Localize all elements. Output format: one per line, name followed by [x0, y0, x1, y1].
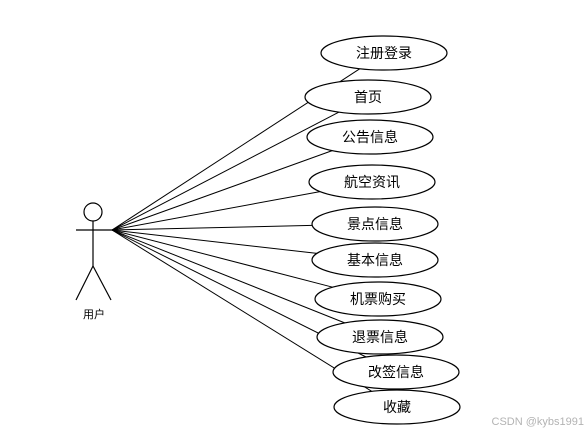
use-case-label: 收藏	[383, 400, 411, 416]
use-case-ellipse	[311, 206, 439, 242]
use-case-label: 基本信息	[347, 252, 403, 269]
use-case-ellipse	[320, 35, 448, 71]
use-case: 首页	[304, 79, 432, 115]
use-case: 航空资讯	[308, 164, 436, 200]
use-case-ellipse	[333, 389, 461, 425]
use-case-ellipse	[308, 164, 436, 200]
use-case-label: 公告信息	[342, 129, 398, 146]
use-case-label: 退票信息	[352, 329, 408, 346]
use-case-ellipse	[332, 354, 460, 390]
association-line	[111, 229, 318, 254]
association-line	[111, 191, 321, 231]
use-case: 注册登录	[320, 35, 448, 71]
actor-left-leg	[75, 265, 94, 301]
use-case-label: 改签信息	[368, 364, 424, 381]
actor-head	[83, 202, 103, 222]
use-case: 基本信息	[311, 242, 439, 278]
use-case-label: 景点信息	[347, 216, 403, 233]
use-case: 机票购买	[314, 281, 442, 317]
actor-right-leg	[92, 265, 112, 301]
watermark: CSDN @kybs1991	[491, 416, 584, 428]
use-case-ellipse	[311, 242, 439, 278]
actor-user: 用户	[75, 202, 112, 321]
association-line	[111, 229, 345, 324]
association-line	[111, 224, 313, 231]
use-case: 退票信息	[316, 319, 444, 355]
association-line	[111, 111, 340, 231]
use-case-label: 航空资讯	[344, 175, 400, 191]
use-case: 改签信息	[332, 354, 460, 390]
use-case: 景点信息	[311, 206, 439, 242]
use-case: 公告信息	[306, 119, 434, 155]
use-case-ellipse	[306, 119, 434, 155]
actor-label: 用户	[83, 307, 105, 321]
use-case: 收藏	[333, 389, 461, 425]
use-case-label: 首页	[354, 90, 382, 106]
use-case-label: 注册登录	[356, 46, 412, 62]
use-case-label: 机票购买	[350, 292, 406, 308]
association-line	[111, 229, 373, 392]
association-line	[111, 229, 333, 288]
association-line	[111, 150, 333, 231]
use-case-ellipse	[304, 79, 432, 115]
use-case-ellipse	[316, 319, 444, 355]
use-case-ellipse	[314, 281, 442, 317]
